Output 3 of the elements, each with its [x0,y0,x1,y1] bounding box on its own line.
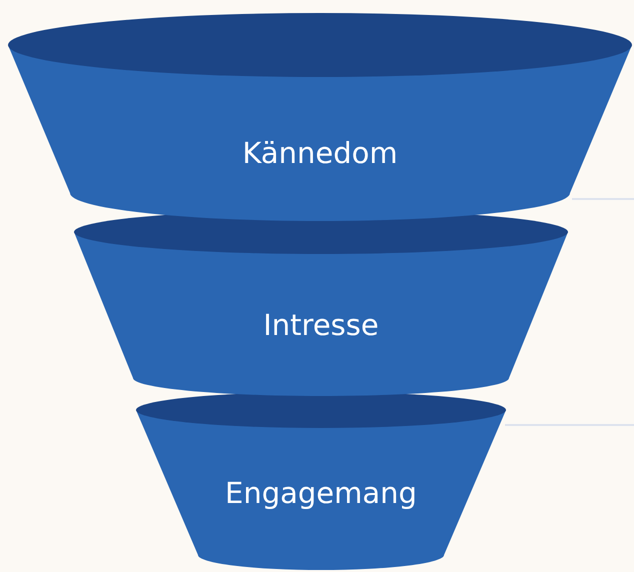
stage-label: Intresse [262,308,380,342]
stage-label: Engagemang [224,476,418,510]
stage-label: Kännedom [241,136,399,170]
